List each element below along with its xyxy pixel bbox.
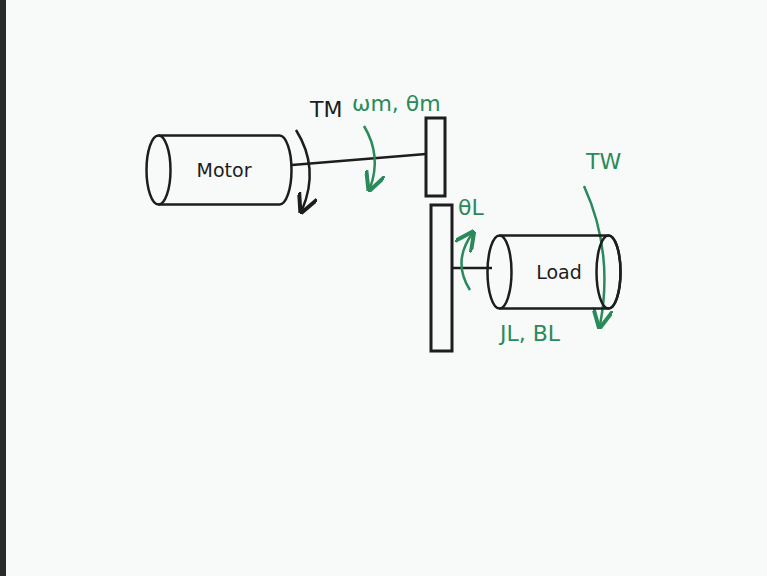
frame-edge [0, 0, 6, 576]
motor-gear [426, 118, 445, 196]
symbol-label: θL [458, 196, 484, 220]
symbol-label: TW [586, 150, 621, 174]
motor-shaft [292, 154, 426, 165]
rotation-arrow [364, 126, 375, 188]
load-gear [431, 205, 452, 351]
part-name: Load [536, 261, 582, 283]
load-shaft [452, 267, 492, 270]
symbol-label: ωm, θm [352, 92, 441, 116]
torque-arrow [296, 130, 310, 210]
cylinder-part: Motor [145, 134, 293, 206]
rotation-arrow [461, 234, 472, 290]
symbol-label: TM [310, 98, 342, 122]
part-name: Motor [197, 159, 252, 181]
symbol-label: JL, BL [500, 322, 560, 346]
cylinder-part: Load [486, 234, 622, 310]
